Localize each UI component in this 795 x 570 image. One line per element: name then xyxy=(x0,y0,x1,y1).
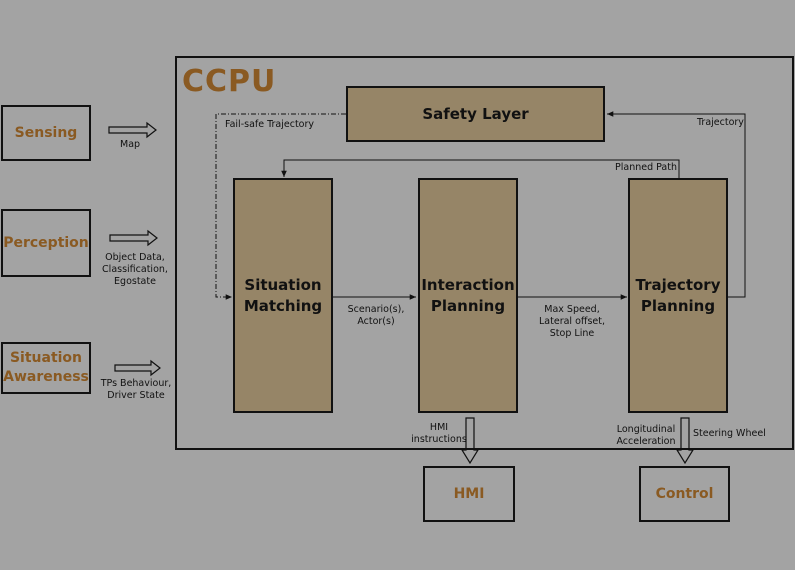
situation-awareness-arrow xyxy=(114,359,161,377)
trajectory-label: Trajectory xyxy=(697,117,744,128)
planned-path-label: Planned Path xyxy=(615,162,677,173)
object-data-line2: Classification, xyxy=(102,264,168,275)
steering-wheel-label: Steering Wheel xyxy=(693,428,766,439)
ccpu-frame xyxy=(175,56,794,450)
object-data-line3: Egostate xyxy=(114,276,156,287)
trajectory-planning-line2: Planning xyxy=(640,296,716,315)
failsafe-connector xyxy=(215,113,346,300)
interaction-planning-box: Interaction Planning xyxy=(418,178,518,413)
interaction-planning-line2: Planning xyxy=(430,296,506,315)
hmi-instructions-line2: instructions xyxy=(411,434,467,445)
perception-label: Perception xyxy=(3,235,89,251)
maxspeed-line3: Stop Line xyxy=(549,328,595,339)
tps-behaviour-label: TPs Behaviour, Driver State xyxy=(99,378,173,402)
situation-matching-line1: Situation xyxy=(244,275,322,294)
trajectory-planning-box: Trajectory Planning xyxy=(628,178,728,413)
object-data-label: Object Data, Classification, Egostate xyxy=(97,252,173,288)
hmi-label: HMI xyxy=(453,486,485,502)
failsafe-label: Fail-safe Trajectory xyxy=(225,119,315,130)
planned-path-connector xyxy=(281,159,680,178)
longitudinal-line2: Acceleration xyxy=(616,436,676,447)
ccpu-title: CCPU xyxy=(182,64,277,99)
hmi-instructions-line1: HMI xyxy=(429,422,449,433)
safety-layer-label: Safety Layer xyxy=(422,104,529,123)
perception-arrow xyxy=(109,229,158,247)
hmi-box: HMI xyxy=(423,466,515,522)
trajectory-planning-line1: Trajectory xyxy=(635,275,721,294)
perception-box: Perception xyxy=(1,209,91,277)
maxspeed-line2: Lateral offset, xyxy=(539,316,605,327)
tps-line1: TPs Behaviour, xyxy=(100,378,172,389)
situation-awareness-label-line1: Situation xyxy=(9,350,83,366)
scenario-line2: Actor(s) xyxy=(357,316,395,327)
longitudinal-acceleration-label: Longitudinal Acceleration xyxy=(612,424,680,448)
safety-layer-box: Safety Layer xyxy=(346,86,605,142)
sensing-label: Sensing xyxy=(14,125,78,141)
control-box: Control xyxy=(639,466,730,522)
situation-matching-box: Situation Matching xyxy=(233,178,333,413)
situation-awareness-box: Situation Awareness xyxy=(1,342,91,394)
sensing-box: Sensing xyxy=(1,105,91,161)
map-label: Map xyxy=(120,139,141,150)
maxspeed-line1: Max Speed, xyxy=(544,304,600,315)
control-label: Control xyxy=(655,486,714,502)
trajectory-connector xyxy=(607,111,746,298)
situation-matching-line2: Matching xyxy=(243,296,323,315)
scenario-label: Scenario(s), Actor(s) xyxy=(340,304,412,328)
tps-line2: Driver State xyxy=(107,390,165,401)
control-arrow xyxy=(675,417,695,465)
object-data-line1: Object Data, xyxy=(105,252,165,263)
longitudinal-line1: Longitudinal xyxy=(616,424,676,435)
scenario-line1: Scenario(s), xyxy=(347,304,405,315)
hmi-instructions-label: HMI instructions xyxy=(408,422,470,446)
maxspeed-label: Max Speed, Lateral offset, Stop Line xyxy=(533,304,611,340)
interaction-planning-line1: Interaction xyxy=(421,275,515,294)
sensing-arrow xyxy=(108,121,157,139)
situation-awareness-label-line2: Awareness xyxy=(3,369,89,385)
hmi-arrow xyxy=(460,417,480,465)
